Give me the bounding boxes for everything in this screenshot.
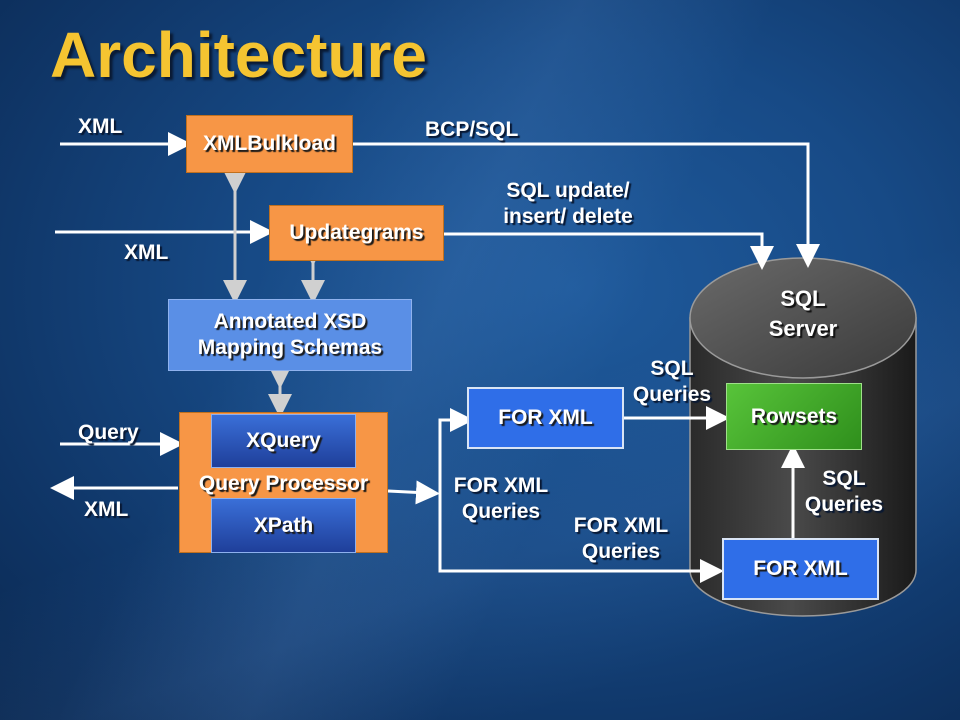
rowsets-box: Rowsets [726, 383, 862, 450]
arrow-bcp-sql [352, 142, 820, 268]
xpath-label: XPath [253, 513, 314, 537]
for-xml-queries-low-line2: Queries [581, 540, 661, 563]
page-title: Architecture [50, 19, 427, 91]
xquery-box: XQuery [211, 414, 356, 468]
annotated-xsd-line2: Mapping Schemas [197, 336, 383, 359]
xml-in-mid-label: XML [124, 241, 169, 264]
for-xml-bottom-box: FOR XML [722, 538, 879, 600]
for-xml-bottom-label: FOR XML [753, 557, 848, 580]
for-xml-queries-low-label: FOR XML Queries [562, 513, 680, 565]
query-in-label: Query [78, 421, 139, 444]
xmlbulkload-label: XMLBulkload [202, 132, 336, 155]
xpath-box: XPath [211, 498, 356, 553]
sql-update-line2: insert/ delete [503, 205, 633, 228]
xml-out-label: XML [84, 498, 129, 521]
sql-update-line1: SQL update/ [506, 179, 630, 202]
rowsets-label: Rowsets [750, 404, 838, 428]
bcp-sql-label: BCP/SQL [425, 118, 519, 141]
for-xml-queries-mid-line1: FOR XML [453, 474, 549, 497]
sql-server-line2: Server [768, 316, 838, 341]
sql-queries-top-line1: SQL [650, 357, 694, 380]
sql-queries-right-line1: SQL [822, 467, 866, 490]
sql-queries-right-line2: Queries [804, 493, 884, 516]
annotated-xsd-box: Annotated XSD Mapping Schemas [168, 299, 412, 371]
sql-queries-right-label: SQL Queries [796, 466, 892, 518]
sql-update-label: SQL update/ insert/ delete [480, 178, 656, 230]
arrow-update-insert-delete [444, 232, 774, 270]
xquery-label: XQuery [246, 429, 321, 452]
xml-in-top-label: XML [78, 115, 123, 138]
for-xml-queries-low-line1: FOR XML [573, 514, 669, 537]
for-xml-queries-mid-line2: Queries [461, 500, 541, 523]
updategrams-label: Updategrams [289, 221, 424, 244]
xmlbulkload-box: XMLBulkload [186, 115, 353, 173]
for-xml-top-box: FOR XML [467, 387, 624, 449]
annotated-xsd-line1: Annotated XSD [213, 310, 367, 333]
arrow-qp-to-forxml [387, 480, 440, 505]
sql-server-label: SQL Server [743, 284, 863, 344]
sql-queries-top-line2: Queries [632, 383, 712, 406]
query-processor-label: Query Processor [198, 472, 369, 495]
for-xml-top-label: FOR XML [498, 406, 593, 429]
query-processor-title: Query Processor [179, 470, 388, 498]
sql-queries-top-label: SQL Queries [622, 356, 722, 408]
updategrams-box: Updategrams [269, 205, 444, 261]
sql-server-line1: SQL [780, 286, 826, 311]
for-xml-queries-mid-label: FOR XML Queries [442, 473, 560, 525]
